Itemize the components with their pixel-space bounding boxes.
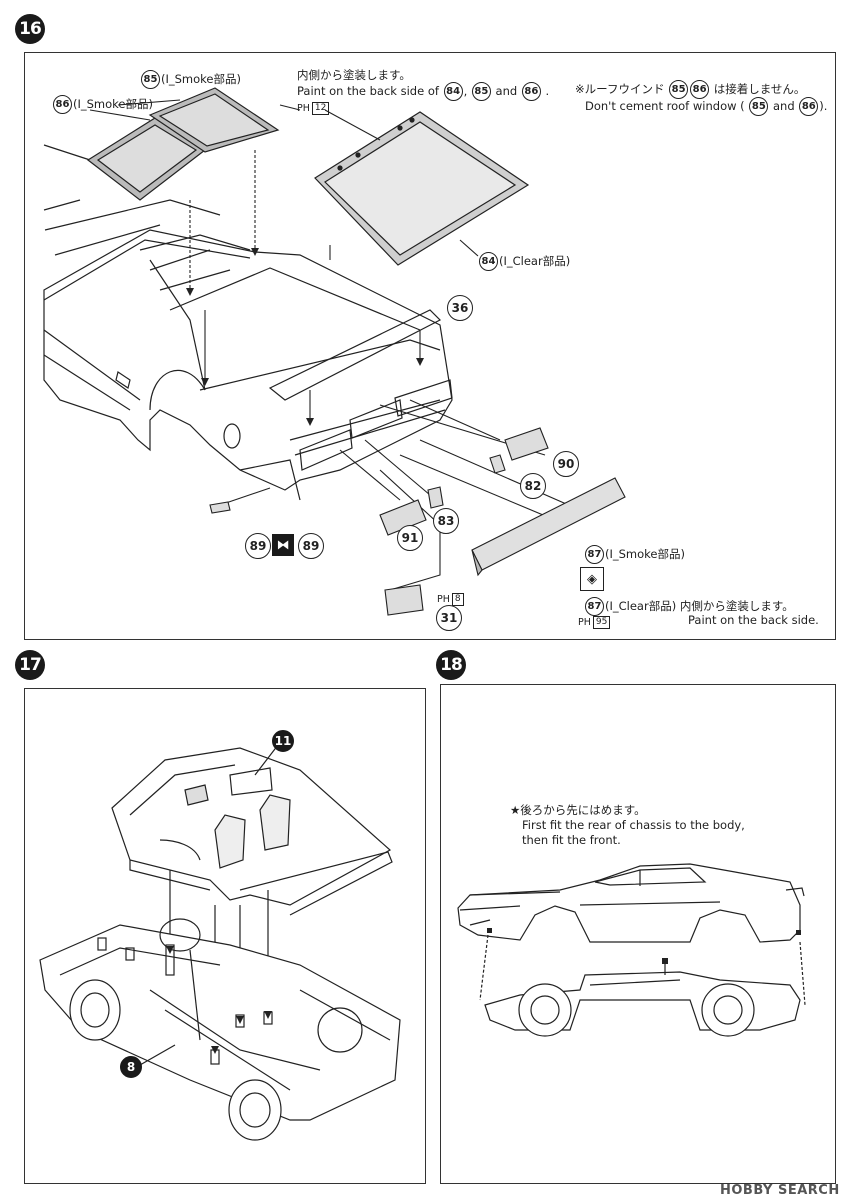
part-number: 86	[521, 82, 541, 101]
label-87-clear: 87(I_Clear部品) 内側から塗装します。	[584, 597, 794, 616]
roof-note-en: Don't cement roof window ( 85 and 86).	[585, 97, 827, 116]
part-90-callout: 90	[553, 451, 579, 477]
part-83-callout: 83	[433, 508, 459, 534]
step-18-note-jp: ★後ろから先にはめます。	[510, 803, 646, 817]
step-18-note-en-1: First fit the rear of chassis to the bod…	[522, 818, 745, 832]
part-number: 86	[799, 97, 819, 116]
roof-note-jp-suffix: は接着しません。	[713, 82, 806, 96]
roof-note-en-end: ).	[819, 99, 828, 113]
step-18-note-en-2: then fit the front.	[522, 833, 621, 847]
part-number: 85	[141, 70, 160, 89]
part-11-callout: 11	[272, 730, 294, 752]
label-84-clear: 84(I_Clear部品)	[478, 252, 570, 271]
step-18-badge: 18	[436, 650, 466, 680]
watermark: HOBBY SEARCH	[720, 1183, 840, 1198]
smoke-part-label: (I_Smoke部品)	[605, 547, 685, 561]
part-number: 84	[479, 252, 498, 271]
part-number: 85	[471, 82, 491, 101]
part-89-mirror-callout: 89	[298, 533, 324, 559]
ph-prefix: PH	[297, 103, 310, 114]
paint-note-en: Paint on the back side of 84, 85 and 86 …	[297, 82, 549, 101]
smoke-part-label: (I_Smoke部品)	[73, 97, 153, 111]
part-number: 87	[585, 545, 604, 564]
insert-direction-icon: ◈	[580, 567, 604, 591]
part-number: 86	[53, 95, 72, 114]
part-number: 85	[749, 97, 769, 116]
ph-code-box: 8	[451, 593, 464, 606]
ph-prefix: PH	[578, 617, 591, 628]
part-number: 85	[669, 80, 689, 99]
ph-code-box: 12	[311, 102, 330, 115]
paint-note-en-end: .	[545, 84, 550, 98]
label-87-smoke: 87(I_Smoke部品)	[584, 545, 685, 564]
smoke-part-label: (I_Smoke部品)	[161, 72, 241, 86]
label-86-smoke: 86(I_Smoke部品)	[52, 95, 153, 114]
paint-back-en: Paint on the back side.	[688, 613, 819, 627]
ph-prefix: PH	[437, 594, 450, 605]
part-82-callout: 82	[520, 473, 546, 499]
part-number: 87	[585, 597, 604, 616]
paint-note-en-and: and	[495, 84, 518, 98]
part-8-callout: 8	[120, 1056, 142, 1078]
roof-note-en-and: and	[772, 99, 795, 113]
clear-part-label: (I_Clear部品)	[499, 254, 571, 268]
ph-code-box: 95	[592, 616, 611, 629]
paint-note-jp: 内側から塗装します。	[297, 68, 411, 82]
paint-back-jp: 内側から塗装します。	[679, 599, 794, 613]
part-89-callout: 89	[245, 533, 271, 559]
paint-note-en-prefix: Paint on the back side of	[297, 84, 439, 98]
roof-note-jp-prefix: ※ルーフウインド	[575, 82, 665, 96]
label-85-smoke: 85(I_Smoke部品)	[140, 70, 241, 89]
part-91-callout: 91	[397, 525, 423, 551]
part-number: 84	[443, 82, 463, 101]
roof-note-en-prefix: Don't cement roof window (	[585, 99, 745, 113]
part-31-callout: 31	[436, 605, 462, 631]
part-36-callout: 36	[447, 295, 473, 321]
clear-part-label: (I_Clear部品)	[605, 599, 677, 613]
part-number: 86	[690, 80, 710, 99]
mirror-pair-icon: ⧓	[272, 534, 294, 556]
step-16-badge: 16	[15, 14, 45, 44]
step-17-badge: 17	[15, 650, 45, 680]
